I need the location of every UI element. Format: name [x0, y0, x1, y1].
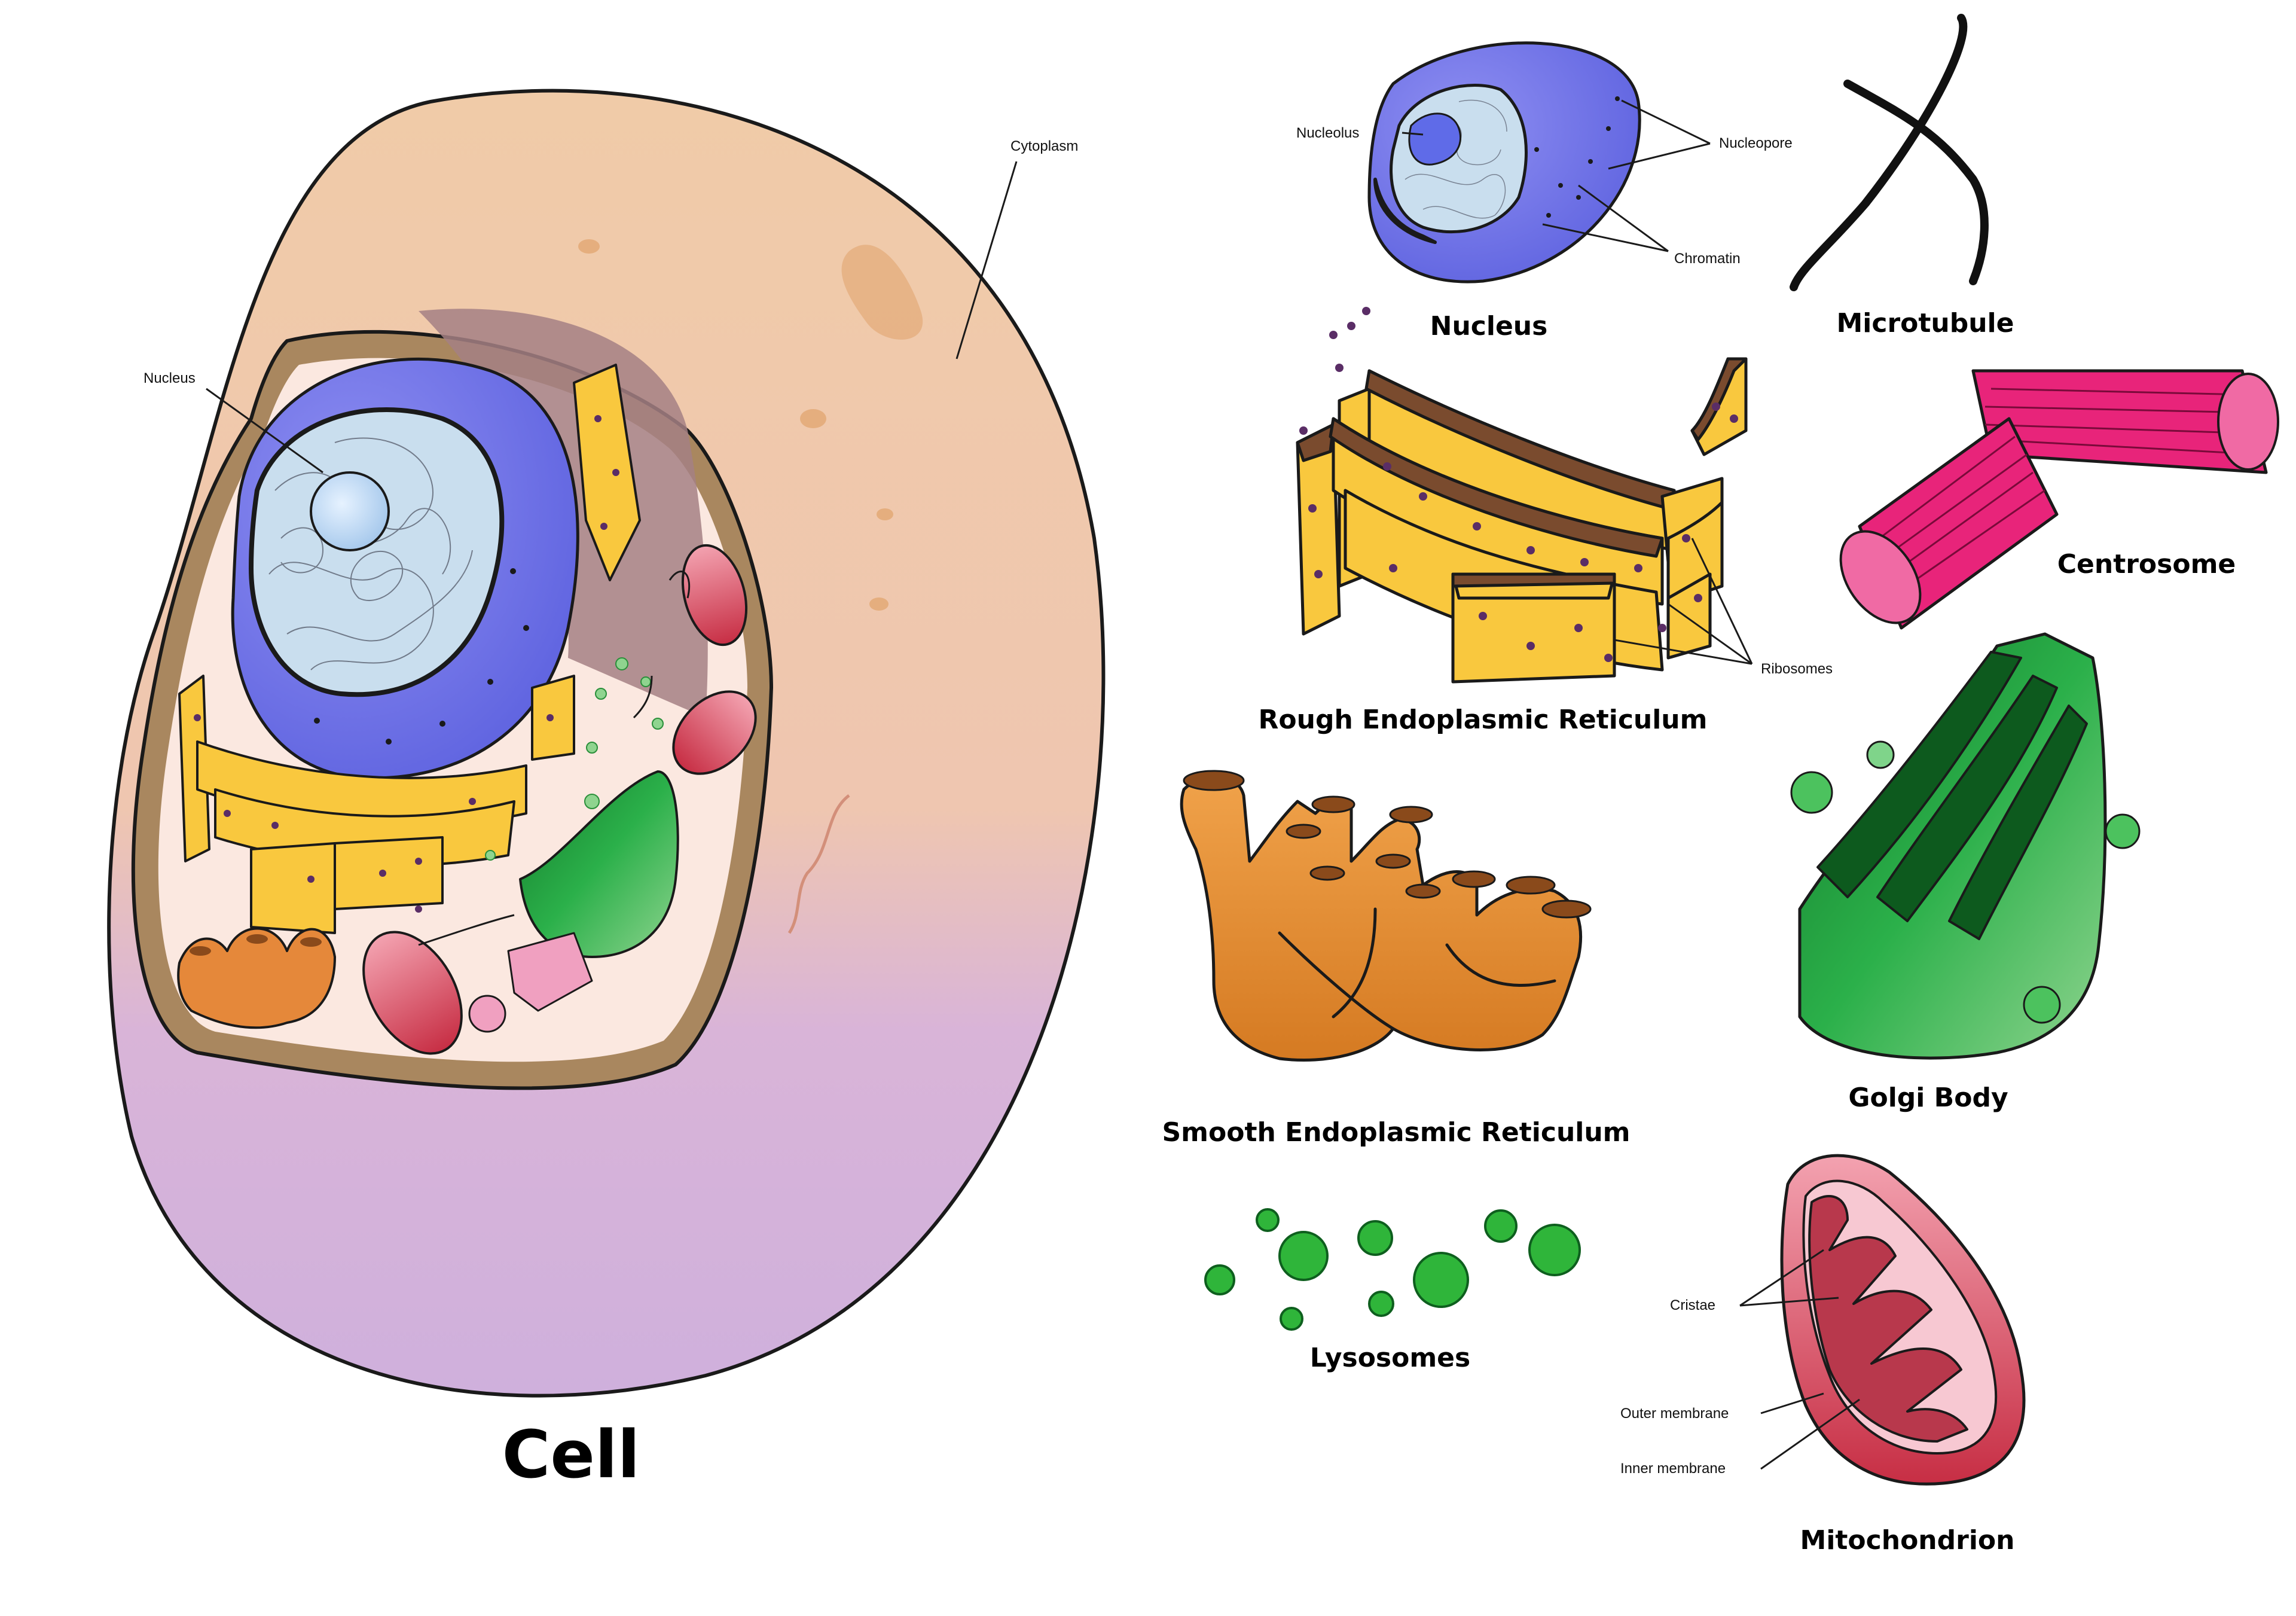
cell-microtubule-fibers: [418, 571, 691, 946]
cell-nucleolus: [310, 471, 390, 551]
cell-centrosome: [507, 932, 593, 1012]
cell-smooth-er: [177, 927, 336, 1029]
cytoplasm-spot: [578, 239, 600, 254]
centrosome-title: Centrosome: [2057, 549, 2236, 580]
cell-mitochondria: [362, 544, 757, 1055]
cell-nucleus-label: Nucleus: [144, 370, 196, 386]
ribosomes-label: Ribosomes: [1761, 661, 1833, 677]
microtubule-title: Microtubule: [1837, 308, 2014, 339]
nucleus-title: Nucleus: [1430, 311, 1548, 342]
mitochondrion-cristae: [1808, 1195, 1968, 1443]
outer-membrane-label: Outer membrane: [1620, 1405, 1729, 1422]
golgi-detail: Golgi Body: [1790, 632, 2141, 1113]
centrosome-detail: Centrosome: [1839, 369, 2279, 630]
cell-illustration: Cytoplasm Nucleus Cell: [107, 89, 1106, 1493]
cell-lysosomes: [485, 657, 664, 861]
ribosome-dots: [1299, 307, 1738, 662]
nucleus-detail-rim: [1373, 178, 1437, 244]
nucleopore-label: Nucleopore: [1719, 135, 1793, 151]
lysosomes-detail: Lysosomes: [1204, 1208, 1581, 1373]
chromatin-texture: [268, 437, 473, 670]
cell-title: Cell: [502, 1416, 640, 1493]
rough-er-title: Rough Endoplasmic Reticulum: [1259, 705, 1708, 735]
inner-membrane-label: Inner membrane: [1620, 1461, 1726, 1477]
golgi-title: Golgi Body: [1848, 1083, 2008, 1113]
cristae-label: Cristae: [1670, 1297, 1715, 1313]
chromatin-label: Chromatin: [1674, 251, 1741, 267]
smooth-er-title: Smooth Endoplasmic Reticulum: [1162, 1117, 1630, 1148]
cytoplasm-spot: [869, 597, 889, 611]
cell-rough-er: [178, 364, 641, 934]
cytoplasm-spot: [841, 245, 923, 340]
rough-er-detail: Ribosomes Rough Endoplasmic Reticulum: [1259, 307, 1833, 735]
nucleus-detail: Nucleolus Nucleopore Chromatin Nucleus: [1296, 41, 1793, 342]
smooth-er-detail: Smooth Endoplasmic Reticulum: [1162, 770, 1631, 1148]
lysosomes-title: Lysosomes: [1310, 1343, 1470, 1373]
cell-nucleus: [231, 358, 579, 780]
nucleolus-label: Nucleolus: [1296, 125, 1359, 141]
microtubule-detail: Microtubule: [1790, 14, 2014, 339]
mitochondrion-detail: Cristae Outer membrane Inner membrane Mi…: [1620, 1154, 2026, 1556]
cytoplasm-spot: [800, 409, 826, 428]
cell-cytoplasm-label: Cytoplasm: [1010, 138, 1078, 154]
nucleus-detail-nucleolus: [1408, 112, 1462, 166]
cytoplasm-spot: [877, 508, 893, 520]
cytoplasm-strand: [787, 794, 850, 934]
mitochondrion-title: Mitochondrion: [1800, 1525, 2015, 1556]
